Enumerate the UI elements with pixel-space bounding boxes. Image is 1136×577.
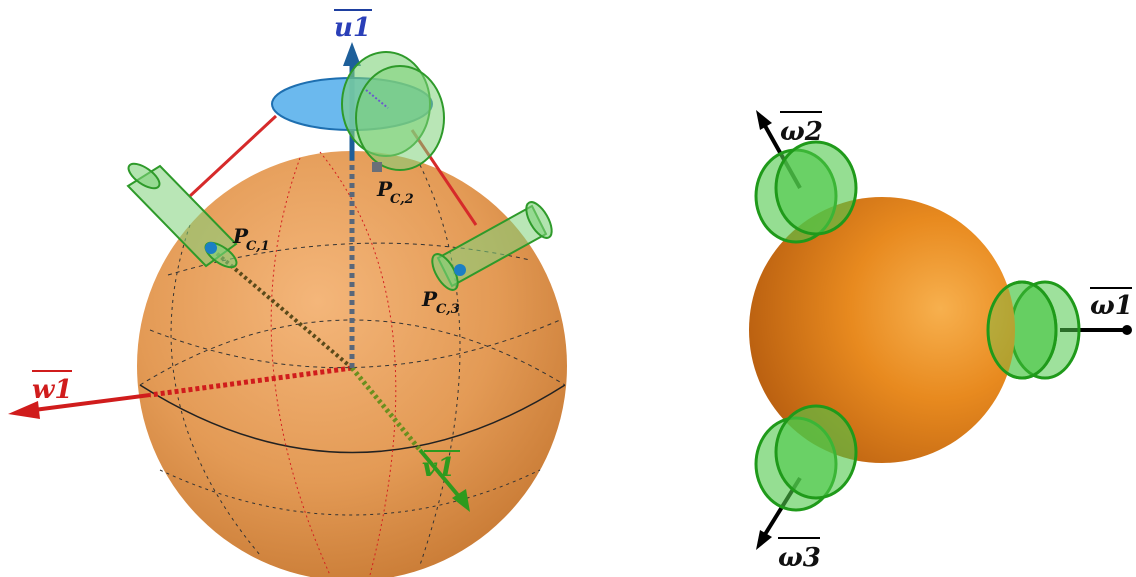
meridian-black-2	[170, 224, 261, 556]
wheel-2	[341, 51, 445, 171]
omega3-arrowhead	[756, 530, 772, 550]
wheel-omega3	[754, 404, 858, 512]
label-v1-text: v1	[422, 453, 455, 483]
wheel-omega2	[754, 140, 858, 244]
contact-point-3	[454, 264, 466, 276]
v1-axis-outside	[418, 448, 464, 502]
w1-axis-inside	[149, 365, 353, 398]
omega1-end-dot	[1122, 325, 1132, 335]
meridian-rear	[159, 469, 541, 516]
left-diagram: u1 w1 v1 P C,1 P C,2 P C,3	[8, 9, 567, 577]
label-pc2-p: P	[376, 177, 393, 201]
contact-point-1	[205, 242, 217, 254]
wheel-3	[431, 201, 553, 291]
strut-1	[188, 114, 278, 198]
label-omega2-text: ω2	[780, 117, 823, 147]
label-pc3-sub: C,3	[436, 302, 460, 317]
label-pc2: P C,2	[376, 177, 414, 207]
label-omega3: ω3	[778, 537, 821, 573]
equator-front	[139, 384, 566, 454]
label-u1-text: u1	[334, 13, 371, 43]
right-diagram: ω2 ω3 ω1	[749, 110, 1133, 573]
wheel-1	[126, 162, 238, 269]
right-sphere	[749, 197, 1015, 463]
label-pc1: P C,1	[232, 224, 270, 254]
label-omega1-text: ω1	[1090, 291, 1133, 321]
contact-point-2	[372, 162, 382, 172]
label-u1: u1	[334, 9, 372, 43]
wheel-omega1-front	[986, 280, 1058, 380]
label-pc1-sub: C,1	[246, 239, 270, 254]
w1-arrowhead	[8, 401, 40, 419]
label-omega3-text: ω3	[778, 543, 821, 573]
label-omega2: ω2	[780, 111, 823, 147]
label-pc2-sub: C,2	[390, 192, 414, 207]
label-pc3-p: P	[421, 287, 438, 311]
label-pc3: P C,3	[421, 287, 460, 317]
label-omega1: ω1	[1090, 287, 1133, 321]
label-v1: v1	[422, 450, 460, 483]
label-w1-text: w1	[32, 375, 72, 405]
u1-arrowhead	[343, 42, 361, 66]
omega2-arrowhead	[756, 110, 772, 130]
meridian-black	[419, 164, 461, 566]
label-pc1-p: P	[232, 224, 249, 248]
label-w1: w1	[32, 370, 72, 405]
v1-arrowhead	[452, 489, 470, 512]
meridian-red-1	[319, 151, 397, 576]
w1-axis-outside	[33, 393, 151, 412]
